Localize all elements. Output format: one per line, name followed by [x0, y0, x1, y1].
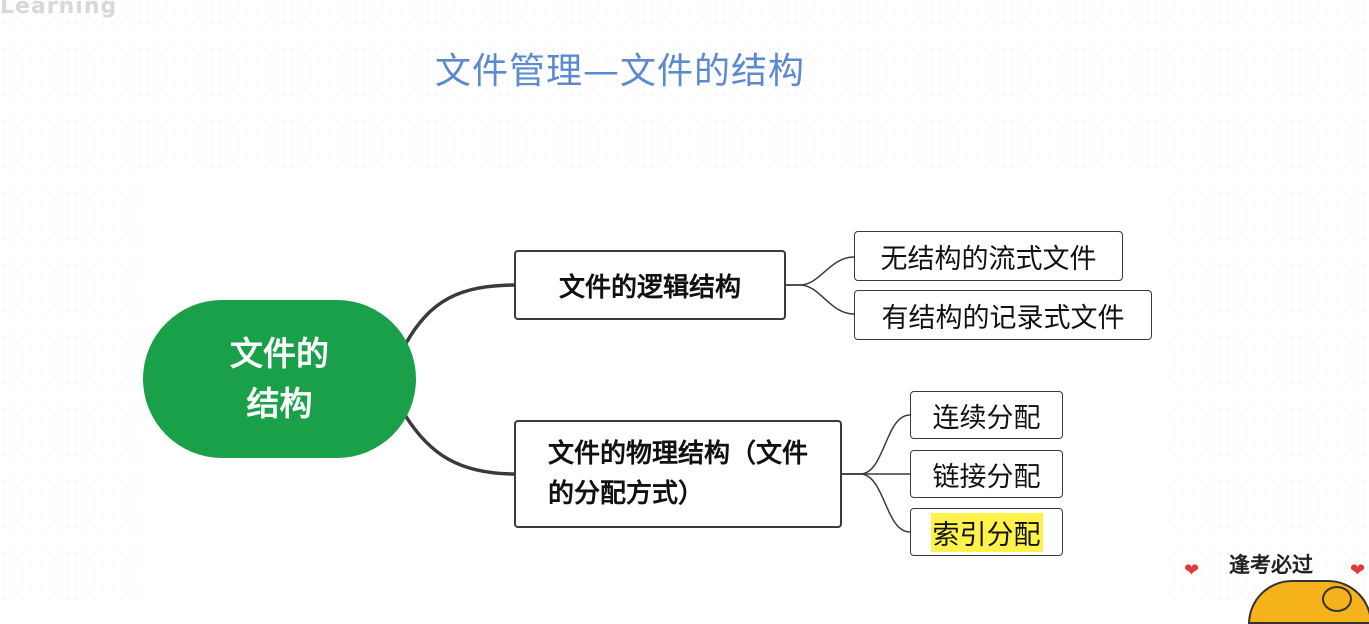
leaf-node-highlighted: 索引分配 [910, 508, 1063, 556]
root-node: 文件的结构 [143, 300, 416, 458]
leaf-node: 有结构的记录式文件 [854, 290, 1152, 340]
connector-physical-leaf-1 [842, 414, 911, 475]
leaf-node-label: 连续分配 [932, 402, 1041, 434]
leaf-node: 无结构的流式文件 [854, 231, 1123, 281]
connector-logical-leaf-1 [786, 256, 855, 286]
mascot-ear-icon [1322, 586, 1352, 612]
watermark: Learning [0, 0, 118, 19]
branch-node-label: 文件的逻辑结构 [558, 272, 741, 303]
leaf-node: 连续分配 [910, 391, 1063, 439]
connector-root-physical [403, 414, 517, 476]
leaf-node-label: 无结构的流式文件 [880, 243, 1097, 275]
leaf-node-label: 链接分配 [932, 461, 1041, 493]
footer-slogan: 逢考必过 [1229, 553, 1313, 577]
leaf-node: 链接分配 [910, 450, 1063, 498]
page-title: 文件管理—文件的结构 [434, 51, 805, 92]
root-node-label: 文件的结构 [230, 334, 329, 423]
branch-node-label: 文件的物理结构（文件的分配方式） [548, 439, 809, 509]
branch-node-logical-structure: 文件的逻辑结构 [514, 250, 786, 320]
connector-root-logical [403, 283, 517, 346]
connector-lines [403, 256, 911, 533]
leaf-node-label: 索引分配 [930, 512, 1043, 552]
connector-physical-leaf-3 [842, 473, 911, 533]
heart-icon: ❤ [1350, 560, 1366, 581]
leaf-node-label: 有结构的记录式文件 [881, 302, 1125, 334]
heart-icon: ❤ [1184, 560, 1200, 581]
connector-logical-leaf-2 [786, 284, 855, 315]
branch-node-physical-structure: 文件的物理结构（文件的分配方式） [514, 420, 842, 528]
